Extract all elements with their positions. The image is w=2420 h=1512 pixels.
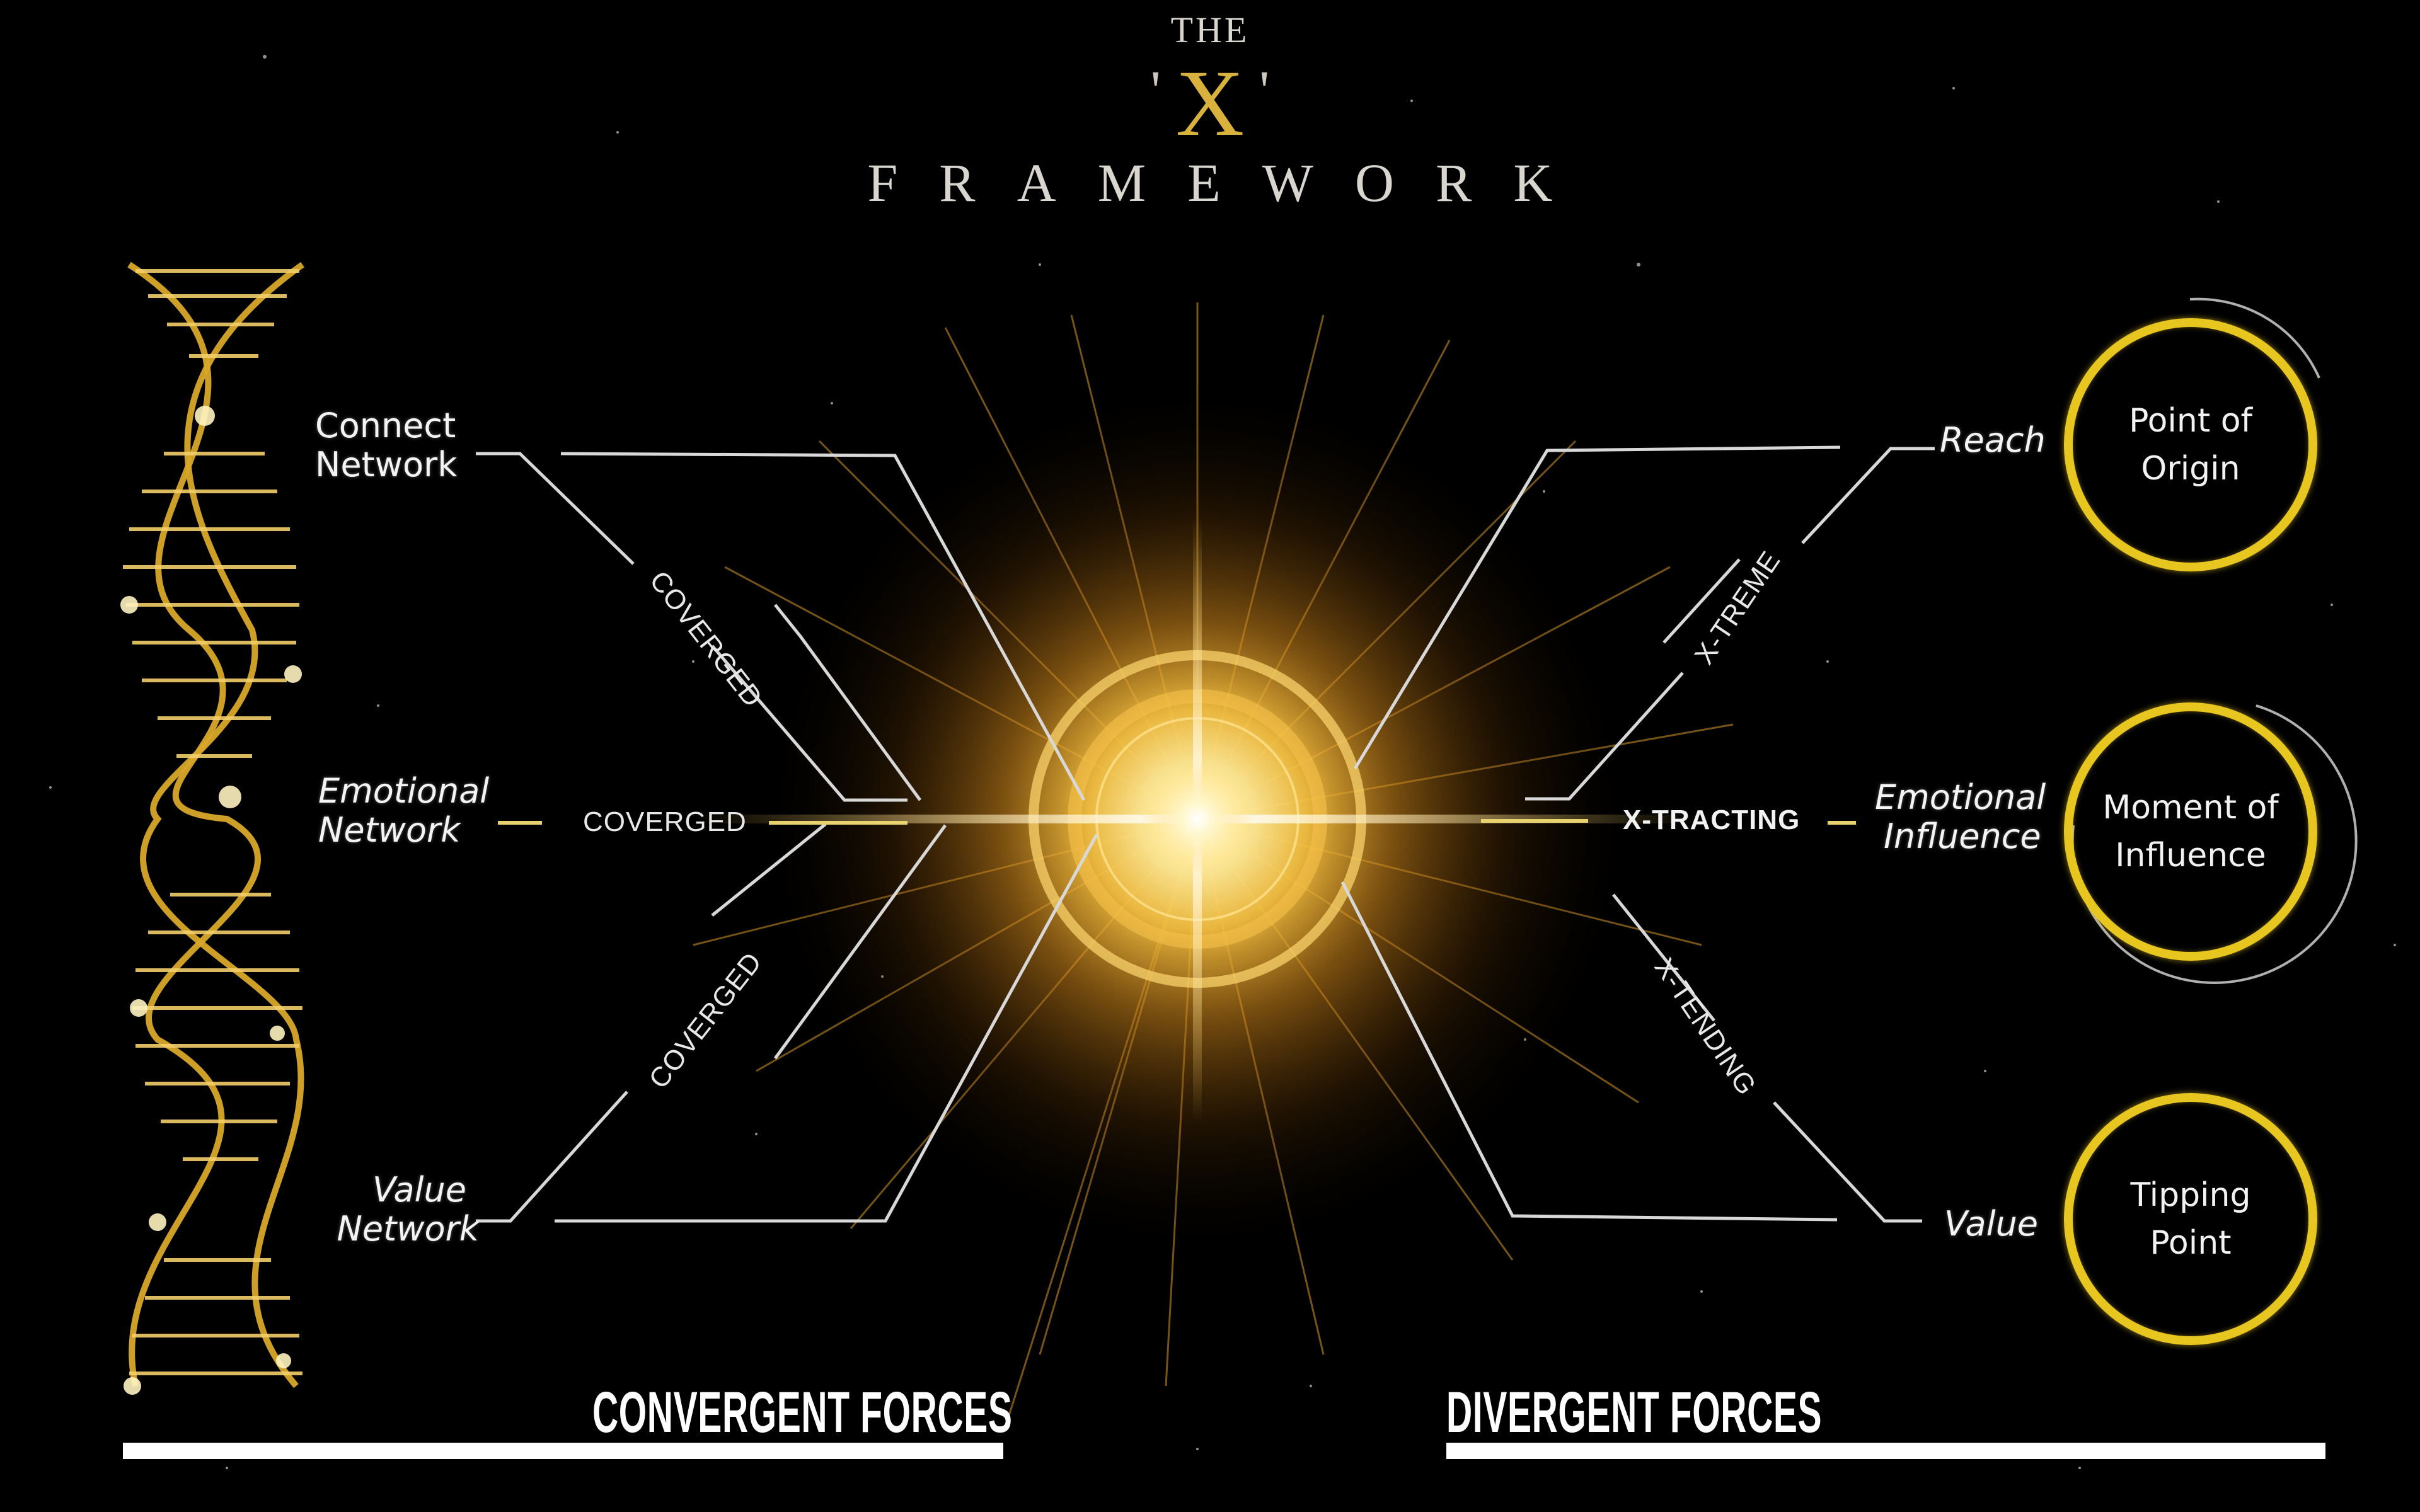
title-the: THE xyxy=(1170,9,1250,50)
path-label-left-middle: COVERGED xyxy=(583,806,747,837)
label-emotional-influence: Emotional Influence xyxy=(1875,778,2046,856)
label-value: Value xyxy=(1944,1204,2039,1244)
title-framework: FRAMEWORK xyxy=(867,152,1594,213)
x-frame-lines xyxy=(476,445,1935,1223)
footer-divergent-forces: DIVERGENT FORCES xyxy=(1446,1380,1823,1445)
label-connect-line2: Network xyxy=(315,445,458,484)
label-reach: Reach xyxy=(1940,420,2046,460)
label-value-network: Value Network xyxy=(328,1171,479,1249)
burst-core xyxy=(1141,762,1254,876)
path-label-right-middle: X-TRACTING xyxy=(1623,805,1801,835)
label-emotional-network: Emotional Network xyxy=(318,772,489,850)
connector-dashes xyxy=(498,819,1856,825)
title-x-letter: X xyxy=(1175,51,1245,156)
label-connect-network: Connect Network xyxy=(315,406,457,484)
dna-highlights xyxy=(120,406,302,1395)
label-value-line2: Network xyxy=(337,1209,479,1249)
dna-rungs xyxy=(123,269,302,1375)
circle-accent-arcs xyxy=(2071,297,2358,984)
footer-divergent-bar xyxy=(1446,1443,2325,1459)
label-emotional-line1: Emotional xyxy=(318,771,490,811)
label-influence-line1: Emotional xyxy=(1875,777,2046,817)
title-quote-right: ' xyxy=(1259,60,1270,122)
label-connect-line1: Connect xyxy=(315,406,456,445)
footer-convergent-bar xyxy=(123,1443,1003,1459)
title-x: 'X' xyxy=(0,38,2420,157)
label-value-line1: Value xyxy=(372,1170,466,1210)
label-influence-line2: Influence xyxy=(1884,816,2041,856)
title-quote-left: ' xyxy=(1150,60,1161,122)
label-emotional-line2: Network xyxy=(318,810,461,850)
dna-helix-icon xyxy=(127,261,304,1389)
footer-convergent-forces: CONVERGENT FORCES xyxy=(592,1380,1013,1445)
